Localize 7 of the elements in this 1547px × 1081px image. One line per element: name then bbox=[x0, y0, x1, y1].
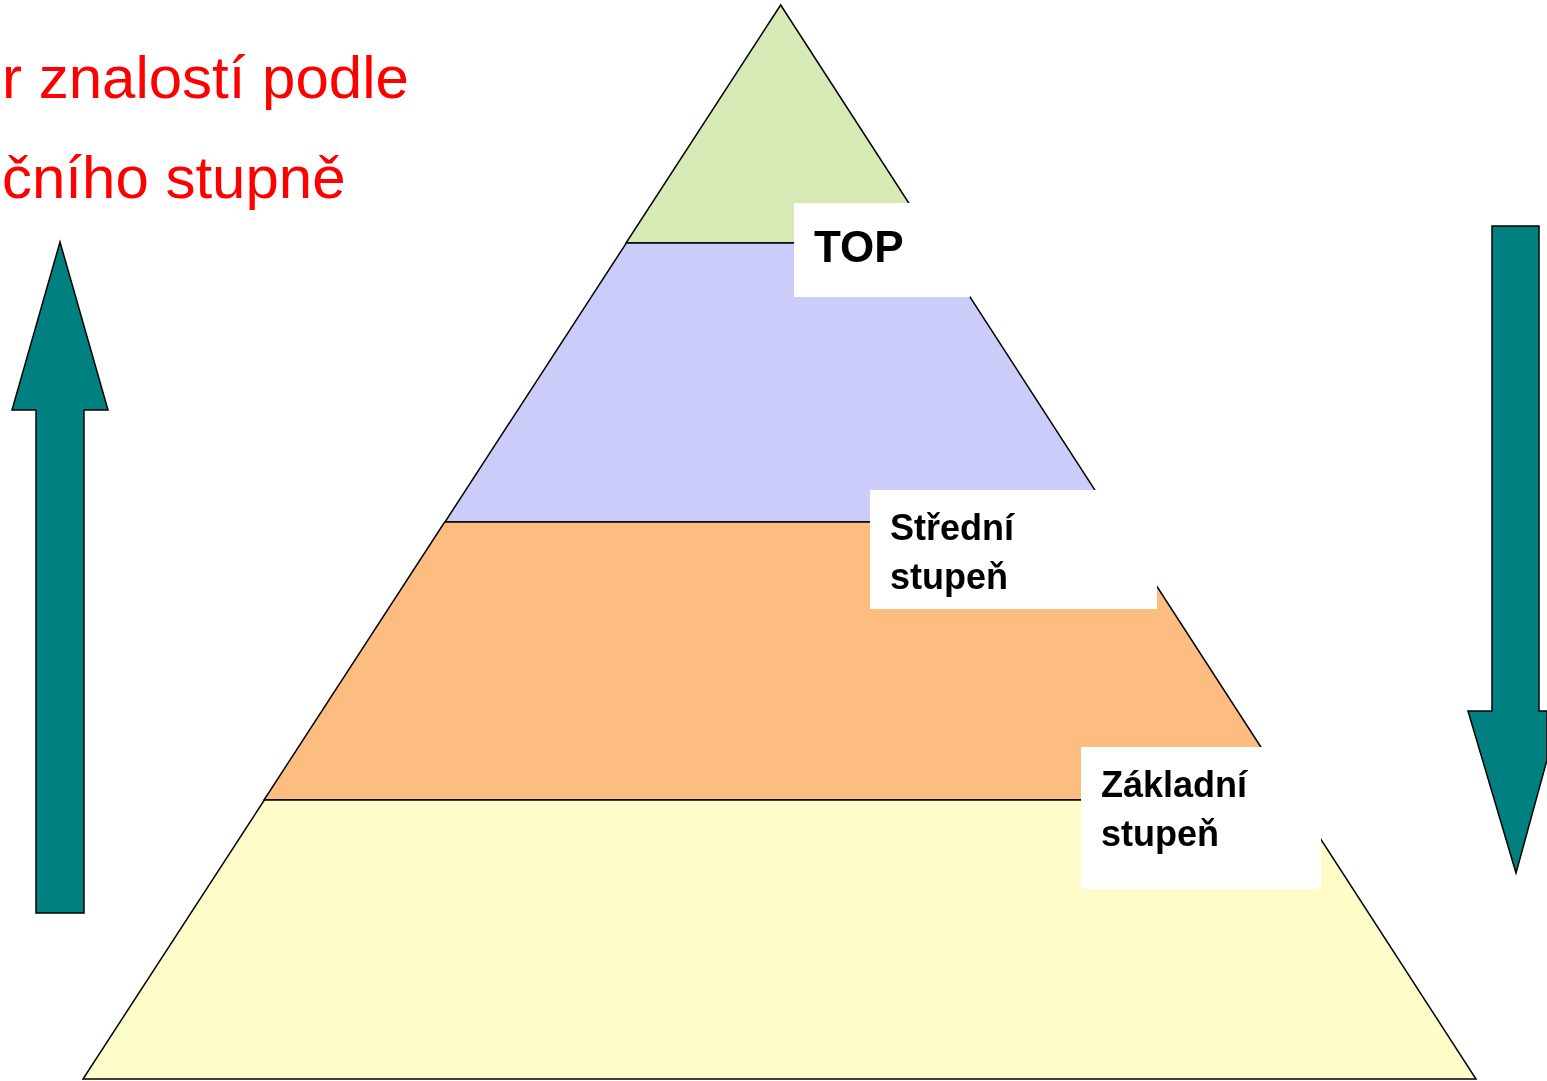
level-label-box bbox=[1081, 747, 1321, 889]
level-label: Střední stupeň bbox=[890, 506, 1016, 599]
level-label-box bbox=[870, 490, 1157, 609]
level-label: TOP bbox=[814, 221, 905, 273]
level-label: Základní stupeň bbox=[1101, 763, 1249, 856]
title: r znalostí podle čního stupně bbox=[2, 43, 410, 213]
level-label-box bbox=[794, 203, 970, 297]
